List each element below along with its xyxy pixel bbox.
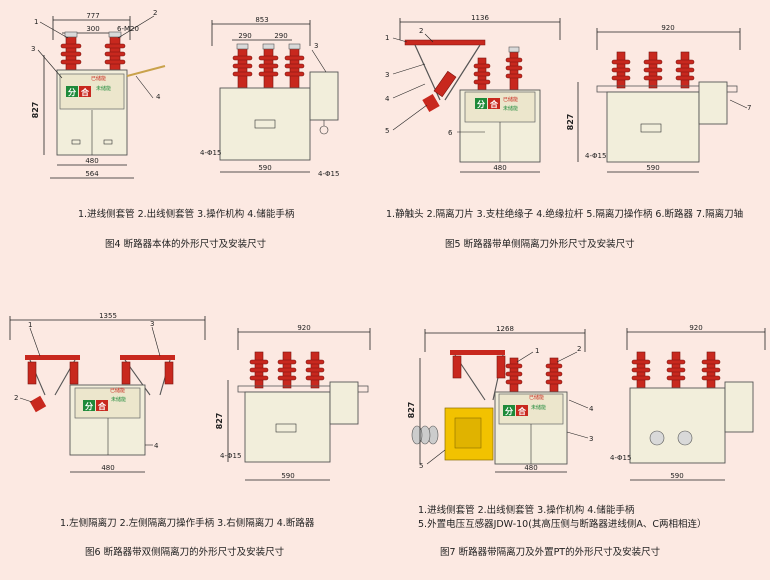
dim-590-5: 590 [646, 164, 659, 172]
dim-777: 777 [86, 12, 99, 20]
figure-4-caption: 图4 断路器本体的外形尺寸及安装尺寸 [105, 239, 267, 250]
dim-827-6: 827 [215, 413, 224, 430]
callout-5-2: 2 [419, 27, 423, 35]
callout-6-3: 3 [150, 320, 154, 328]
callout-5-4: 4 [385, 95, 390, 103]
dim-564: 564 [85, 170, 99, 178]
figure-7-legend-line2: 5.外置电压互感器JDW-10(其高压侧与断路器进线侧A、C两相相连） [418, 519, 707, 530]
callout-3: 3 [31, 45, 35, 53]
uncharged-label-7: 未储能 [531, 404, 546, 411]
dim-853: 853 [255, 16, 268, 24]
dim-590: 590 [258, 164, 271, 172]
dim-480-5: 480 [493, 164, 506, 172]
dim-4-15-5: 4-Φ15 [585, 152, 606, 160]
dim-1136: 1136 [471, 14, 489, 22]
callout-7-3: 3 [589, 435, 593, 443]
dim-920-6: 920 [297, 324, 310, 332]
dim-827: 827 [31, 102, 40, 119]
callout-5-6: 6 [448, 129, 453, 137]
close-button [79, 86, 91, 97]
dim-827-5: 827 [566, 114, 575, 131]
uncharged-label: 未储能 [96, 85, 111, 92]
close-label-7: 合 [517, 406, 527, 416]
dim-4-15-a: 4-Φ15 [200, 149, 221, 157]
callout-5-5: 5 [385, 127, 389, 135]
open-label-5: 分 [477, 99, 485, 109]
callout-6-1: 1 [28, 321, 32, 329]
figure-4-legend: 1.进线侧套管 2.出线侧套管 3.操作机构 4.储能手柄 [78, 209, 295, 220]
side-insulators [232, 43, 305, 89]
dim-1268: 1268 [496, 325, 514, 333]
dim-480-6: 480 [101, 464, 114, 472]
side-body [219, 87, 311, 161]
callout-7-5: 5 [419, 462, 423, 470]
figure-4-drawing: 777 300 6-M20 827 分 合 已储能 未储能 480 564 1 … [31, 9, 339, 179]
callout-7-2: 2 [577, 345, 581, 353]
dim-920-5: 920 [661, 24, 674, 32]
dim-590-7: 590 [670, 472, 683, 480]
dim-920-7: 920 [689, 324, 702, 332]
dim-4-15-7: 4-Φ15 [610, 454, 631, 462]
dim-4-15-b: 4-Φ15 [318, 170, 339, 178]
callout-3-side: 3 [314, 42, 318, 50]
dim-480: 480 [85, 157, 98, 165]
charged-label: 已储能 [91, 75, 106, 82]
figure-5-drawing: 1136 分 合 已储能 未储能 480 827 1 2 3 4 5 6 7 9… [385, 14, 751, 173]
callout-5-1: 1 [385, 34, 389, 42]
callout-6-2: 2 [14, 394, 18, 402]
callout-2: 2 [153, 9, 157, 17]
insulator-right [104, 31, 126, 71]
charged-label-5: 已储能 [503, 96, 518, 103]
figure-7-caption: 图7 断路器带隔离刀及外置PT的外形尺寸及安装尺寸 [440, 547, 661, 558]
uncharged-label-6: 未储能 [111, 396, 126, 403]
dim-4-15-6: 4-Φ15 [220, 452, 241, 460]
callout-4: 4 [156, 93, 161, 101]
insulator-left [60, 31, 82, 71]
close-label: 合 [80, 87, 90, 97]
callout-5-3: 3 [385, 71, 389, 79]
figure-6-drawing: 1355 分 合 已储能 未储能 480 1 2 3 4 920 [9, 312, 371, 481]
dim-1355: 1355 [99, 312, 117, 320]
figure-7-drawing: 1268 分 合 已储能 未储能 480 827 1 2 3 4 5 920 [407, 324, 766, 481]
figure-5-legend: 1.静触头 2.隔离刀片 3.支柱绝缘子 4.绝缘拉杆 5.隔离刀操作柄 6.断… [386, 209, 744, 220]
figure-5: 1136 分 合 已储能 未储能 480 827 1 2 3 4 5 6 7 9… [385, 0, 770, 260]
pt-coil [411, 425, 439, 445]
open-label-7: 分 [505, 406, 513, 416]
figure-4: 777 300 6-M20 827 分 合 已储能 未储能 480 564 1 … [0, 0, 385, 260]
dim-590-6: 590 [281, 472, 294, 480]
open-button [66, 86, 78, 97]
close-label-5: 合 [489, 99, 499, 109]
callout-1: 1 [34, 18, 38, 26]
dim-290b: 290 [274, 32, 287, 40]
charged-label-6: 已储能 [110, 387, 125, 394]
callout-7-4: 4 [589, 405, 594, 413]
figure-7-legend-line1: 1.进线侧套管 2.出线侧套管 3.操作机构 4.储能手柄 [418, 505, 635, 516]
callout-5-7: 7 [747, 104, 751, 112]
dim-290a: 290 [238, 32, 251, 40]
figure-7: 1268 分 合 已储能 未储能 480 827 1 2 3 4 5 920 [385, 300, 770, 580]
figure-6: 1355 分 合 已储能 未储能 480 1 2 3 4 920 [0, 300, 385, 580]
figure-6-legend: 1.左侧隔离刀 2.左侧隔离刀操作手柄 3.右侧隔离刀 4.断路器 [60, 518, 315, 529]
figure-5-caption: 图5 断路器带单侧隔离刀外形尺寸及安装尺寸 [445, 239, 635, 250]
side-insulators-7 [631, 351, 721, 389]
uncharged-label-5: 未储能 [503, 105, 518, 112]
figure-6-caption: 图6 断路器带双侧隔离刀的外形尺寸及安装尺寸 [85, 547, 285, 558]
side-insulators-5 [611, 51, 695, 89]
open-label: 分 [68, 87, 76, 97]
callout-7-1: 1 [535, 347, 539, 355]
dim-827-7: 827 [407, 402, 416, 419]
dim-300: 300 [86, 25, 99, 33]
dim-6m20: 6-M20 [117, 25, 139, 33]
dim-480-7: 480 [524, 464, 537, 472]
callout-6-4: 4 [154, 442, 159, 450]
side-insulators-6 [249, 351, 325, 389]
close-label-6: 合 [97, 401, 107, 411]
open-label-6: 分 [85, 401, 93, 411]
charged-label-7: 已储能 [529, 394, 544, 401]
